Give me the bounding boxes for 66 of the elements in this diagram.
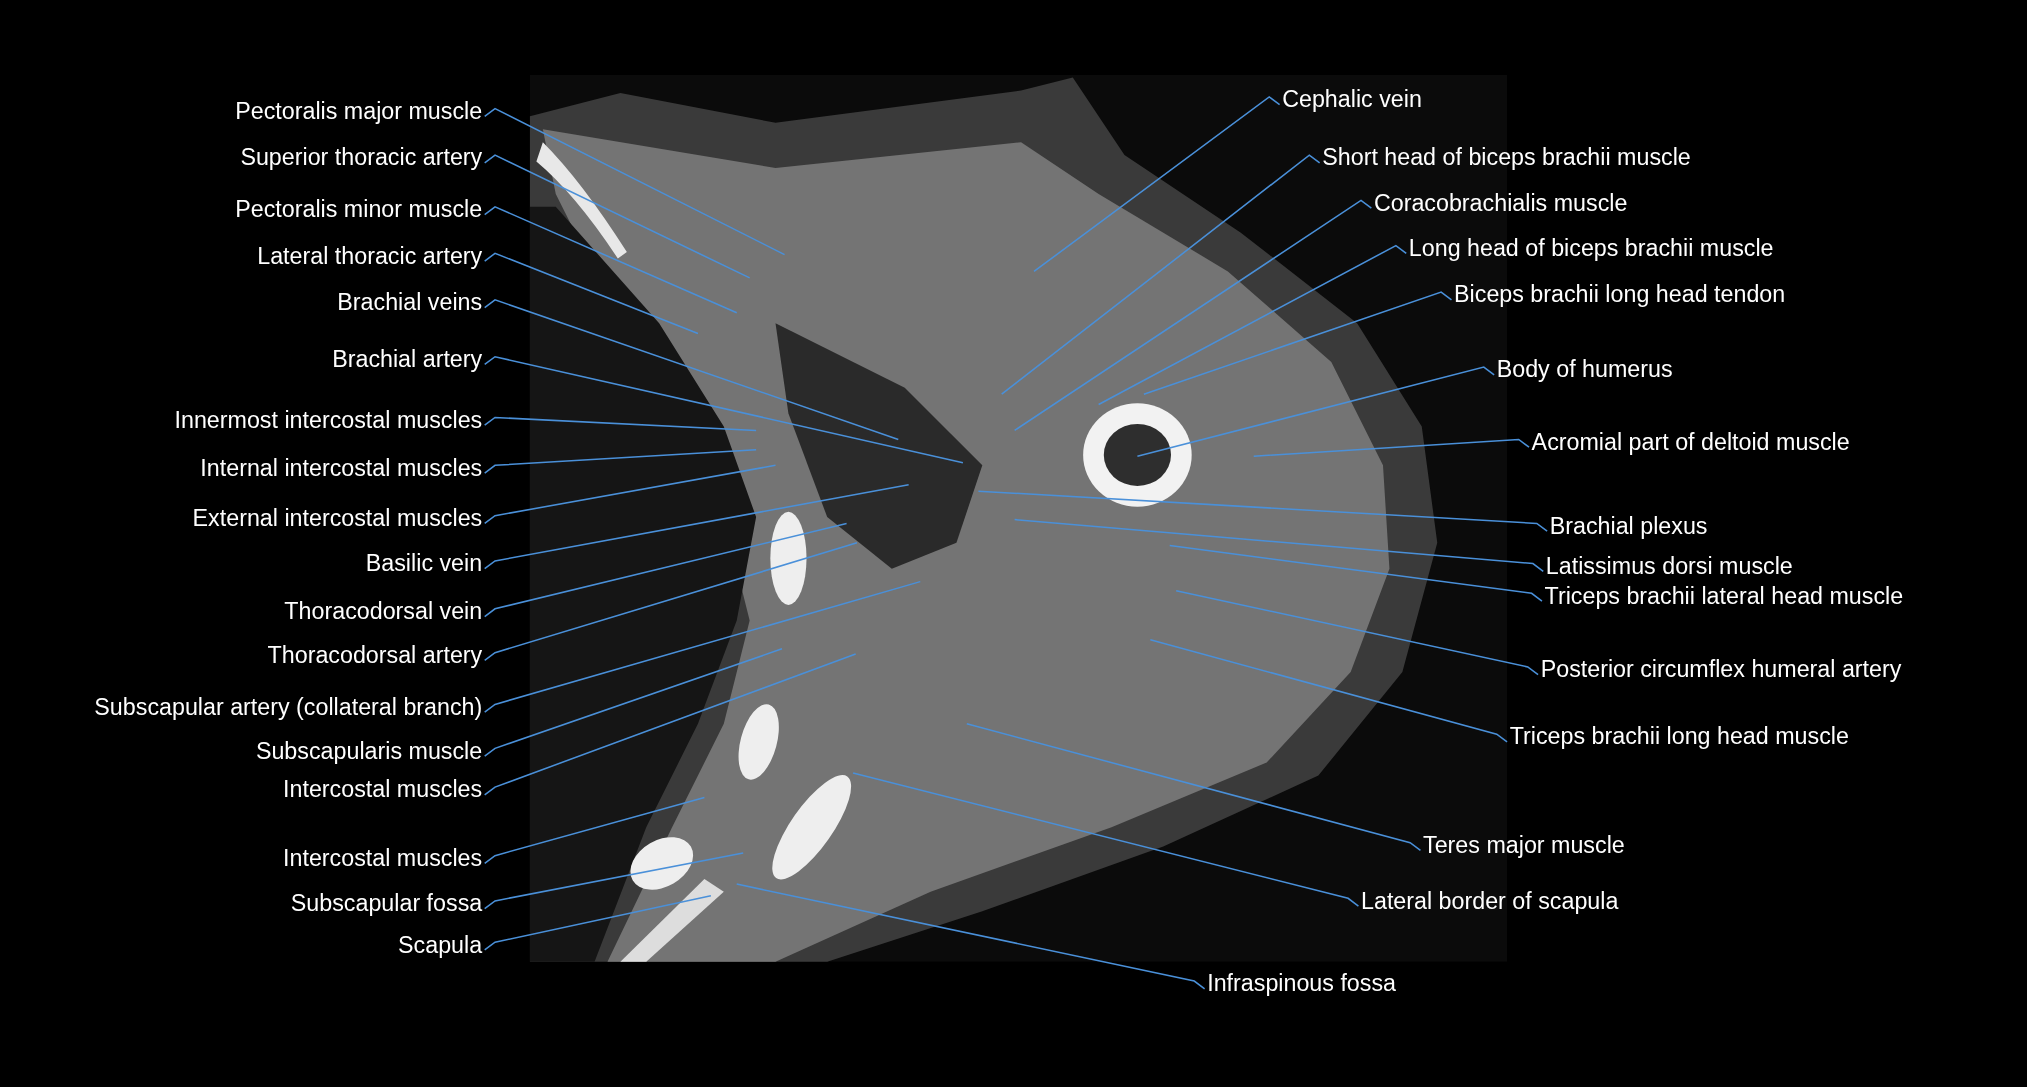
leader-line bbox=[483, 894, 712, 951]
leader-line bbox=[483, 648, 783, 757]
leader-line bbox=[483, 252, 699, 335]
structure-label: Brachial veins bbox=[337, 288, 483, 317]
leader-line bbox=[977, 490, 1548, 532]
leader-line bbox=[1136, 366, 1495, 458]
leader-line bbox=[483, 154, 751, 279]
structure-label: Scapula bbox=[398, 930, 483, 960]
leader-line bbox=[483, 542, 858, 662]
structure-label: Basilic vein bbox=[365, 549, 483, 578]
structure-label: Brachial artery bbox=[332, 345, 483, 374]
structure-label: External intercostal muscles bbox=[192, 504, 483, 533]
leader-line bbox=[483, 464, 777, 525]
structure-label: Teres major muscle bbox=[1423, 831, 1625, 860]
structure-label: Internal intercostal muscles bbox=[200, 453, 483, 483]
leader-line bbox=[1013, 518, 1545, 573]
leader-line bbox=[852, 772, 1360, 907]
structure-label: Lateral thoracic artery bbox=[257, 241, 483, 271]
leader-line bbox=[1252, 438, 1530, 458]
structure-label: Intercostal muscles bbox=[283, 775, 483, 804]
structure-label: Subscapular fossa bbox=[290, 889, 483, 918]
structure-label: Innermost intercostal muscles bbox=[174, 405, 483, 435]
leader-line bbox=[483, 852, 744, 910]
structure-label: Pectoralis minor muscle bbox=[235, 195, 483, 224]
leader-line bbox=[483, 449, 757, 474]
leader-line bbox=[483, 653, 857, 796]
leader-line bbox=[1149, 639, 1508, 743]
structure-label: Short head of biceps brachii muscle bbox=[1322, 143, 1691, 172]
leader-line bbox=[1143, 291, 1453, 395]
leader-line bbox=[483, 299, 900, 441]
structure-label: Coracobrachialis muscle bbox=[1373, 188, 1628, 218]
leader-line bbox=[1097, 244, 1408, 406]
structure-label: Thoracodorsal artery bbox=[267, 641, 483, 670]
leader-line bbox=[483, 205, 738, 314]
leader-line bbox=[1033, 95, 1281, 273]
structure-label: Acromial part of deltoid muscle bbox=[1531, 427, 1850, 457]
structure-label: Cephalic vein bbox=[1282, 85, 1422, 114]
leader-line bbox=[483, 522, 848, 618]
structure-label: Superior thoracic artery bbox=[240, 143, 483, 172]
structure-label: Triceps brachii long head muscle bbox=[1509, 722, 1849, 751]
leader-line bbox=[1013, 199, 1373, 432]
leader-line bbox=[483, 107, 786, 256]
leader-line bbox=[483, 355, 964, 464]
structure-label: Thoracodorsal vein bbox=[284, 597, 483, 626]
structure-label: Lateral border of scapula bbox=[1361, 886, 1619, 916]
structure-label: Intercostal muscles bbox=[283, 844, 483, 873]
leader-line bbox=[1168, 544, 1543, 602]
leader-line bbox=[483, 416, 757, 432]
structure-label: Long head of biceps brachii muscle bbox=[1408, 233, 1774, 263]
leader-line bbox=[483, 796, 706, 865]
leader-line bbox=[966, 723, 1422, 852]
structure-label: Subscapular artery (collateral branch) bbox=[94, 692, 483, 722]
leader-line bbox=[1175, 589, 1539, 676]
structure-label: Pectoralis major muscle bbox=[235, 96, 483, 126]
structure-label: Posterior circumflex humeral artery bbox=[1540, 655, 1902, 684]
leader-line bbox=[735, 883, 1206, 990]
structure-label: Brachial plexus bbox=[1549, 511, 1708, 541]
structure-label: Latissimus dorsi muscle bbox=[1545, 551, 1793, 581]
structure-label: Subscapularis muscle bbox=[255, 736, 483, 766]
structure-label: Biceps brachii long head tendon bbox=[1454, 280, 1786, 309]
leader-line bbox=[483, 580, 922, 713]
structure-label: Infraspinous fossa bbox=[1207, 969, 1397, 998]
structure-label: Body of humerus bbox=[1496, 355, 1673, 384]
leader-line bbox=[483, 483, 910, 570]
structure-label: Triceps brachii lateral head muscle bbox=[1544, 581, 1904, 611]
leader-line bbox=[1000, 154, 1321, 395]
